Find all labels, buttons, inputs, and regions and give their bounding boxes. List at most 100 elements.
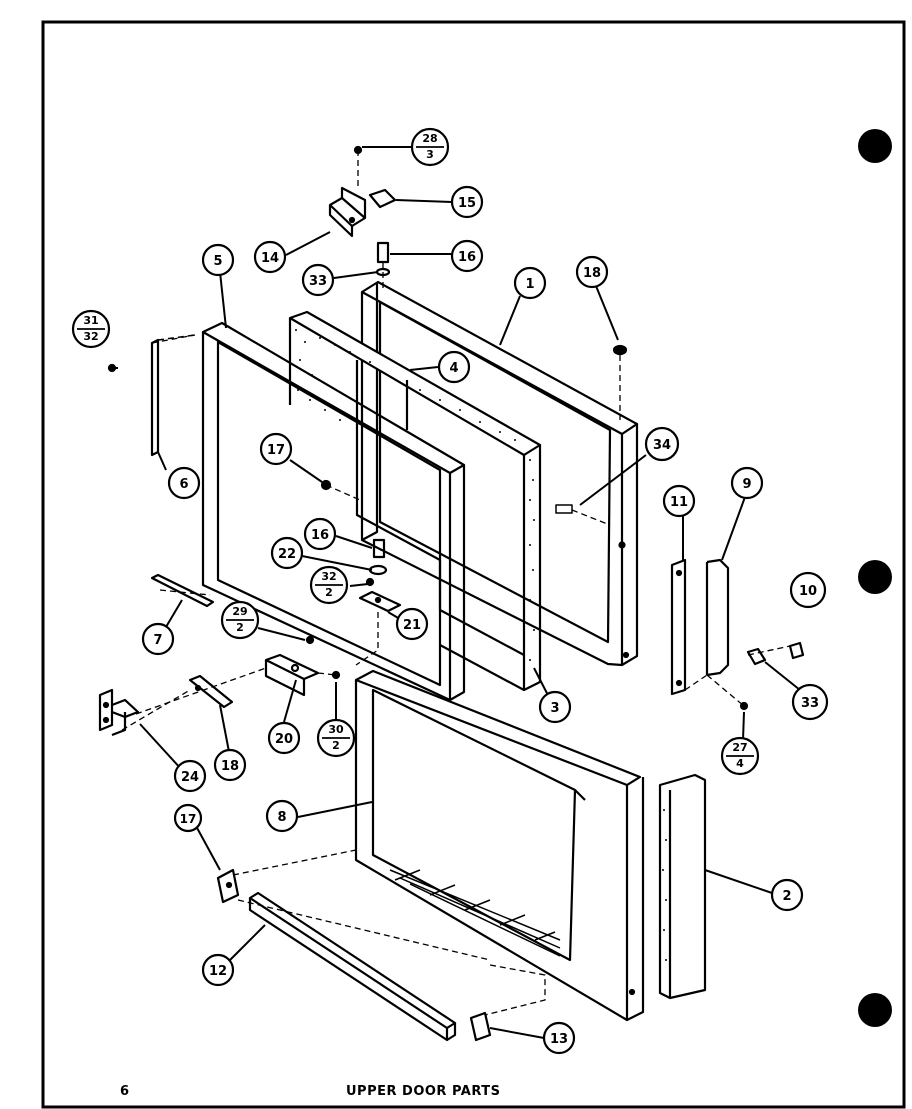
- svg-text:10: 10: [799, 584, 817, 599]
- part-2-handle: [658, 773, 707, 1000]
- callout-16b: 16: [303, 517, 337, 551]
- callout-9: 9: [730, 466, 764, 500]
- callout-4: 4: [437, 350, 471, 384]
- callout-18a: 18: [575, 255, 609, 289]
- binder-hole: [858, 993, 892, 1027]
- page-title: UPPER DOOR PARTS: [346, 1084, 501, 1099]
- callout-bottom: 3: [426, 148, 434, 161]
- svg-text:2: 2: [325, 586, 333, 599]
- page-border: [41, 20, 906, 1109]
- part-20-hinge-bracket: [264, 653, 320, 697]
- svg-text:2: 2: [782, 889, 791, 904]
- callout-16a: 16: [450, 239, 484, 273]
- part-34-label-tag: [555, 504, 573, 514]
- svg-text:20: 20: [275, 732, 293, 747]
- part-33-pad: [746, 647, 767, 666]
- svg-text:6: 6: [179, 477, 188, 492]
- part-24-hinge: [98, 688, 140, 737]
- svg-text:32: 32: [321, 570, 336, 583]
- callout-20: 20: [267, 721, 301, 755]
- part-4-insulation-panel: [288, 310, 542, 692]
- svg-text:3: 3: [550, 701, 559, 716]
- callout-17b: 17: [173, 803, 203, 833]
- binder-hole: [858, 560, 892, 594]
- part-5-inner-frame: [201, 321, 466, 702]
- svg-text:17: 17: [180, 812, 197, 826]
- callout-13: 13: [542, 1021, 576, 1055]
- part-1-door-outer-panel: [360, 280, 639, 667]
- callout-21: 21: [395, 607, 429, 641]
- part-21-bracket: [358, 590, 402, 613]
- callout-top: 28: [422, 132, 437, 145]
- callouts: 28 3 15 14 16 33 5 1 18 31 32 4 34 17 6: [71, 127, 829, 1055]
- svg-text:29: 29: [232, 605, 247, 618]
- part-13-clip: [469, 1011, 492, 1042]
- callout-34: 34: [644, 426, 680, 462]
- binder-hole: [858, 129, 892, 163]
- alignment-lines: [121, 150, 791, 1016]
- svg-text:14: 14: [261, 251, 279, 266]
- callout-14: 14: [253, 240, 287, 274]
- svg-text:32: 32: [83, 330, 98, 343]
- callout-31-32: 31 32: [71, 309, 111, 349]
- svg-text:8: 8: [277, 810, 286, 825]
- part-6-side-trim: [150, 334, 196, 457]
- svg-text:12: 12: [209, 964, 227, 979]
- part-9-handle-bar: [705, 558, 730, 677]
- part-12-bottom-strip: [248, 891, 457, 1042]
- svg-text:17: 17: [267, 443, 285, 458]
- callout-29-2: 29 2: [220, 600, 260, 640]
- callout-12: 12: [201, 953, 235, 987]
- svg-text:30: 30: [328, 723, 344, 736]
- svg-text:16: 16: [458, 250, 476, 265]
- callout-15: 15: [450, 185, 484, 219]
- svg-text:1: 1: [525, 277, 534, 292]
- svg-text:2: 2: [236, 621, 244, 634]
- svg-text:18: 18: [583, 266, 601, 281]
- callout-6: 6: [167, 466, 201, 500]
- svg-text:9: 9: [742, 477, 751, 492]
- svg-text:22: 22: [278, 547, 296, 562]
- svg-text:31: 31: [83, 314, 98, 327]
- part-16-bushing-upper: [376, 241, 390, 264]
- callout-5: 5: [201, 243, 235, 277]
- part-11-handle-mount: [670, 558, 687, 696]
- svg-text:11: 11: [670, 495, 688, 510]
- callout-7: 7: [141, 622, 175, 656]
- callout-2: 2: [770, 878, 804, 912]
- svg-text:24: 24: [181, 770, 199, 785]
- part-22-washer: [368, 564, 388, 576]
- svg-text:13: 13: [550, 1032, 568, 1047]
- svg-text:21: 21: [403, 618, 421, 633]
- part-18-plug: [612, 344, 628, 356]
- callout-11: 11: [662, 484, 696, 518]
- part-17-bracket: [216, 868, 240, 904]
- svg-text:34: 34: [653, 438, 671, 453]
- callout-1: 1: [513, 266, 547, 300]
- svg-text:4: 4: [449, 361, 458, 376]
- part-8-door-liner: [354, 669, 645, 1022]
- svg-text:33: 33: [801, 696, 819, 711]
- svg-text:7: 7: [153, 633, 162, 648]
- svg-text:2: 2: [332, 739, 340, 752]
- part-10-pad: [788, 641, 805, 660]
- callout-10: 10: [789, 571, 827, 609]
- part-18-hinge-pin: [188, 674, 234, 709]
- page-number: 6: [120, 1084, 130, 1099]
- svg-text:15: 15: [458, 196, 476, 211]
- part-14-top-hinge: [328, 186, 367, 238]
- callout-24: 24: [173, 759, 207, 793]
- callout-3: 3: [538, 690, 572, 724]
- callout-33a: 33: [301, 263, 335, 297]
- svg-text:5: 5: [213, 254, 222, 269]
- callout-32-2: 32 2: [309, 565, 349, 605]
- svg-text:33: 33: [309, 274, 327, 289]
- callout-22: 22: [270, 536, 304, 570]
- svg-text:4: 4: [736, 757, 744, 770]
- svg-text:27: 27: [732, 741, 747, 754]
- callout-30-2: 30 2: [316, 718, 356, 758]
- callout-28-3: 28 3: [410, 127, 450, 167]
- callout-17: 17: [259, 432, 293, 466]
- svg-text:18: 18: [221, 759, 239, 774]
